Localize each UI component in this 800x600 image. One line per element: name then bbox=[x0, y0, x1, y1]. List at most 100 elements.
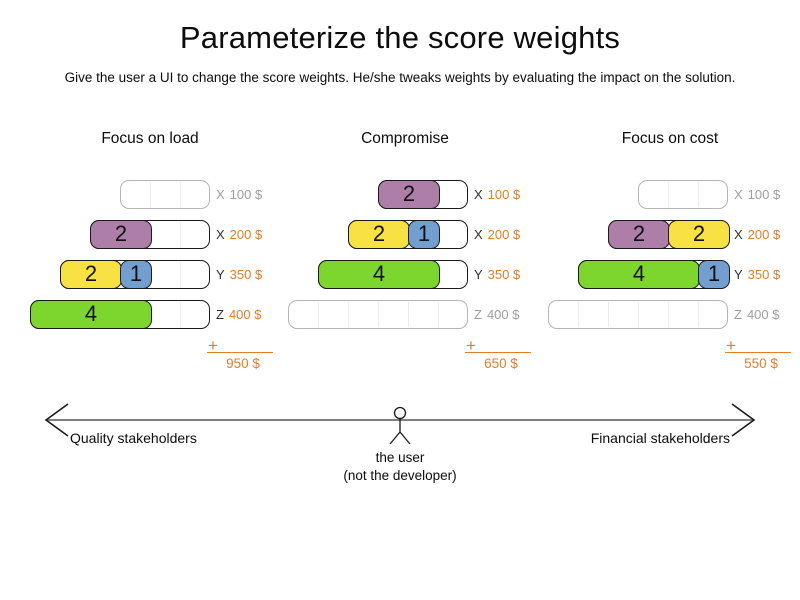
weight-block: 2 bbox=[89, 219, 153, 249]
weight-block: 2 bbox=[607, 219, 671, 249]
row-label-price: 100 $ bbox=[747, 187, 781, 202]
weight-block: 4 bbox=[577, 259, 701, 289]
weight-row bbox=[288, 300, 468, 329]
weight-block: 2 bbox=[347, 219, 411, 249]
page-title: Parameterize the score weights bbox=[179, 20, 621, 55]
page-subtitle: Give the user a UI to change the score w… bbox=[64, 70, 736, 85]
financial-stakeholders-label: Financial stakeholders bbox=[590, 430, 730, 446]
quality-stakeholders-label: Quality stakeholders bbox=[70, 430, 197, 446]
plus-sign: + bbox=[726, 336, 736, 355]
user-stick-figure-icon bbox=[389, 406, 411, 445]
weight-row bbox=[638, 180, 728, 209]
weight-block: 2 bbox=[667, 219, 731, 249]
row-label-price: 200 $ bbox=[487, 227, 521, 242]
row-label-letter: X bbox=[216, 227, 225, 242]
cell-separator-line bbox=[347, 302, 349, 327]
panel-title: Focus on cost bbox=[621, 130, 719, 147]
weight-block: 1 bbox=[119, 259, 153, 289]
sum-line bbox=[207, 352, 273, 353]
row-label-letter: Z bbox=[216, 307, 224, 322]
panel-title: Compromise bbox=[361, 130, 449, 147]
row-label: X 100 $ bbox=[216, 180, 262, 209]
row-label: X 100 $ bbox=[474, 180, 520, 209]
cell-separator-line bbox=[317, 302, 319, 327]
cell-separator-line bbox=[179, 262, 181, 287]
stick-figure-body bbox=[389, 418, 411, 445]
user-label: the user bbox=[375, 450, 425, 465]
stick-figure-head bbox=[393, 406, 407, 420]
cell-separator-line bbox=[437, 302, 439, 327]
total-value: 650 $ bbox=[484, 356, 518, 371]
weight-row bbox=[120, 180, 210, 209]
row-label-letter: X bbox=[474, 187, 483, 202]
weight-row: 2 bbox=[377, 179, 468, 209]
row-label: Y 350 $ bbox=[216, 260, 262, 289]
row-label-letter: Y bbox=[474, 267, 483, 282]
cell-separator-line bbox=[607, 302, 609, 327]
row-label-price: 400 $ bbox=[486, 307, 520, 322]
row-label-letter: X bbox=[734, 227, 743, 242]
cell-separator-line bbox=[407, 302, 409, 327]
row-label-letter: Y bbox=[216, 267, 225, 282]
cell-separator-line bbox=[377, 302, 379, 327]
cell-separator-line bbox=[667, 302, 669, 327]
cell-separator-line bbox=[149, 182, 151, 207]
row-label-price: 400 $ bbox=[228, 307, 262, 322]
weight-block: 4 bbox=[317, 259, 441, 289]
row-label-price: 350 $ bbox=[747, 267, 781, 282]
row-label-price: 200 $ bbox=[747, 227, 781, 242]
row-label: Z 400 $ bbox=[216, 300, 262, 329]
row-label-letter: X bbox=[216, 187, 225, 202]
cell-separator-line bbox=[667, 182, 669, 207]
plus-sign: + bbox=[208, 336, 218, 355]
row-label-price: 350 $ bbox=[487, 267, 521, 282]
row-label: X 100 $ bbox=[734, 180, 780, 209]
panel-title: Focus on load bbox=[101, 130, 199, 147]
right-arrowhead-icon bbox=[731, 403, 756, 437]
user-sublabel: (not the developer) bbox=[343, 468, 457, 483]
row-label: Y 350 $ bbox=[734, 260, 780, 289]
row-label-price: 350 $ bbox=[229, 267, 263, 282]
row-label-letter: X bbox=[734, 187, 743, 202]
cell-separator-line bbox=[179, 182, 181, 207]
cell-separator-line bbox=[577, 302, 579, 327]
stakeholder-axis bbox=[44, 403, 756, 445]
row-label-letter: Z bbox=[734, 307, 742, 322]
left-arrowhead-icon bbox=[44, 403, 69, 437]
row-label-letter: Z bbox=[474, 307, 482, 322]
row-label-price: 100 $ bbox=[229, 187, 263, 202]
total-value: 950 $ bbox=[226, 356, 260, 371]
weight-block: 2 bbox=[59, 259, 123, 289]
weight-row: 2 bbox=[89, 219, 210, 249]
sum-line bbox=[465, 352, 531, 353]
weight-block: 2 bbox=[377, 179, 441, 209]
cell-separator-line bbox=[179, 302, 181, 327]
plus-sign: + bbox=[466, 336, 476, 355]
row-label-letter: X bbox=[474, 227, 483, 242]
row-label-price: 200 $ bbox=[229, 227, 263, 242]
cell-separator-line bbox=[179, 222, 181, 247]
row-label: Z 400 $ bbox=[734, 300, 780, 329]
weight-row: 4 bbox=[317, 259, 468, 289]
cell-separator-line bbox=[697, 302, 699, 327]
row-label: Y 350 $ bbox=[474, 260, 520, 289]
weight-row: 4 bbox=[29, 299, 210, 329]
row-label: X 200 $ bbox=[216, 220, 262, 249]
row-label-letter: Y bbox=[734, 267, 743, 282]
sum-line bbox=[725, 352, 791, 353]
weight-block: 1 bbox=[407, 219, 441, 249]
weight-block: 4 bbox=[29, 299, 153, 329]
row-label-price: 400 $ bbox=[746, 307, 780, 322]
weight-block: 1 bbox=[697, 259, 731, 289]
row-label: X 200 $ bbox=[474, 220, 520, 249]
weight-row bbox=[548, 300, 728, 329]
total-value: 550 $ bbox=[744, 356, 778, 371]
row-label-price: 100 $ bbox=[487, 187, 521, 202]
row-label: Z 400 $ bbox=[474, 300, 520, 329]
cell-separator-line bbox=[697, 182, 699, 207]
